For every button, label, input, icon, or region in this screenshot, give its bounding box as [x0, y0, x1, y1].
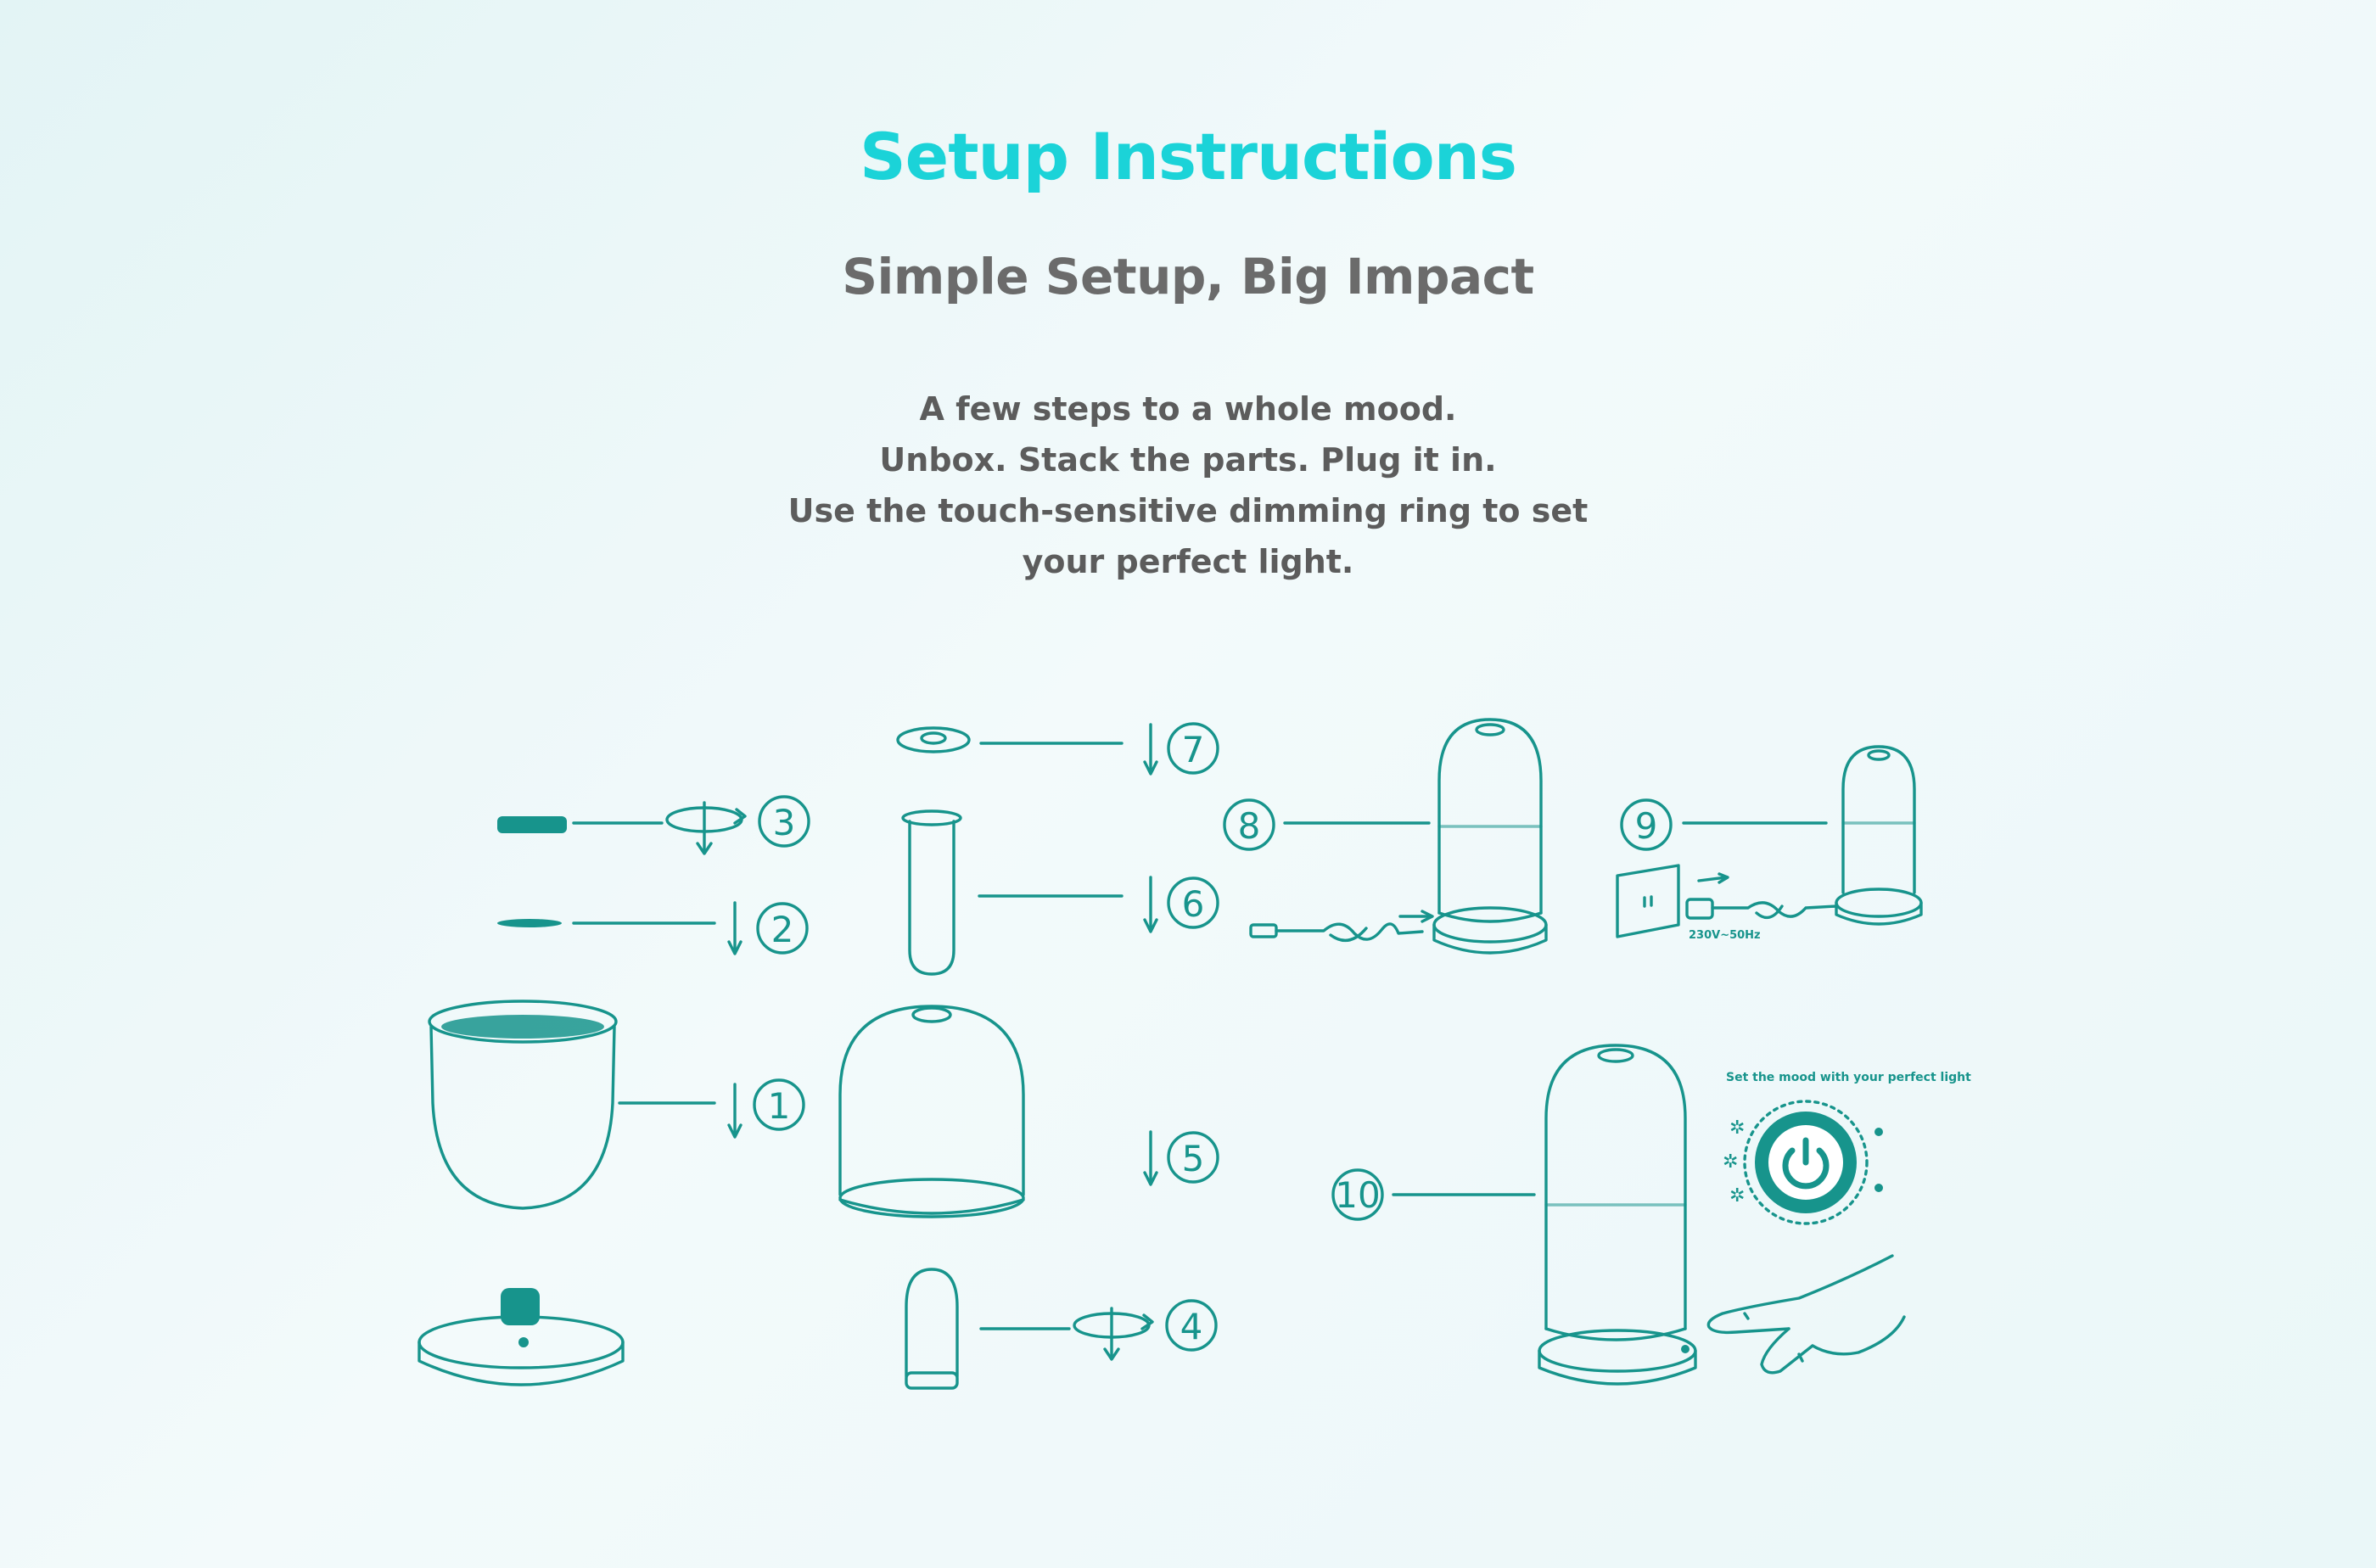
intro-line: A few steps to a whole mood. — [919, 390, 1457, 428]
usb-cable — [1249, 910, 1434, 943]
step-9-marker: 9 — [1620, 798, 1673, 851]
step-2-marker: 2 — [756, 902, 809, 955]
rotate-arrow-icon — [1073, 1307, 1154, 1361]
step-10-lamp — [1538, 1044, 1697, 1386]
step-3-marker: 3 — [758, 795, 810, 848]
sun-icon: ✲ ✲ ✲ — [1723, 1117, 1745, 1207]
voltage-label: 230V~50Hz — [1689, 929, 1761, 942]
step-7-marker: 7 — [1167, 722, 1219, 775]
page-subtitle: Simple Setup, Big Impact — [842, 248, 1534, 305]
intro-line: Unbox. Stack the parts. Plug it in. — [879, 441, 1497, 479]
base-plate-part — [417, 1288, 625, 1386]
step-3-part — [497, 816, 664, 833]
step-8-lamp — [1432, 718, 1548, 955]
intro-line: Use the touch-sensitive dimming ring to … — [787, 492, 1589, 529]
down-arrow-icon — [727, 901, 742, 955]
step-6-marker: 6 — [1167, 876, 1219, 929]
step-9-lamp — [1835, 745, 1923, 926]
svg-text:✲: ✲ — [1729, 1185, 1745, 1207]
svg-text:✲: ✲ — [1723, 1151, 1738, 1173]
power-icon — [1782, 1137, 1830, 1190]
down-arrow-icon — [1143, 723, 1158, 776]
step-1-marker: 1 — [753, 1078, 805, 1131]
step-5-marker: 5 — [1167, 1131, 1219, 1184]
step-6-number: 6 — [1182, 883, 1205, 925]
power-adapter-cable — [1685, 898, 1838, 920]
step-5-part — [838, 1005, 1025, 1218]
step-6-part — [901, 809, 1124, 976]
step-4-part — [905, 1268, 1071, 1390]
step-5-number: 5 — [1182, 1138, 1205, 1179]
step-1-part — [428, 1000, 716, 1210]
step-8-marker: 8 — [1223, 798, 1275, 851]
down-arrow-icon — [1143, 1130, 1158, 1186]
hand-pointer — [1706, 1254, 1906, 1375]
rotate-arrow-icon — [665, 801, 747, 855]
step-7-number: 7 — [1182, 729, 1205, 770]
intro-text: A few steps to a whole mood. Unbox. Stac… — [0, 384, 2376, 587]
down-arrow-icon — [1143, 876, 1158, 933]
mood-label: Set the mood with your perfect light — [1726, 1071, 1971, 1084]
svg-text:✲: ✲ — [1729, 1117, 1745, 1139]
step-2-part — [497, 919, 716, 927]
step-2-number: 2 — [771, 909, 794, 950]
step-3-number: 3 — [773, 802, 796, 843]
dimming-ring: ✲ ✲ ✲ — [1723, 1100, 1883, 1225]
page-title: Setup Instructions — [859, 119, 1517, 194]
step-1-number: 1 — [768, 1085, 791, 1127]
down-arrow-icon — [727, 1083, 742, 1139]
step-9-number: 9 — [1635, 805, 1658, 847]
step-8-number: 8 — [1238, 805, 1261, 847]
step-4-number: 4 — [1180, 1306, 1203, 1347]
step-4-marker: 4 — [1165, 1299, 1218, 1352]
wall-socket — [1616, 864, 1729, 938]
step-10-number: 10 — [1335, 1174, 1380, 1216]
step-7-part — [896, 726, 1124, 753]
intro-line: your perfect light. — [1022, 543, 1354, 580]
step-10-marker: 10 — [1331, 1168, 1384, 1221]
